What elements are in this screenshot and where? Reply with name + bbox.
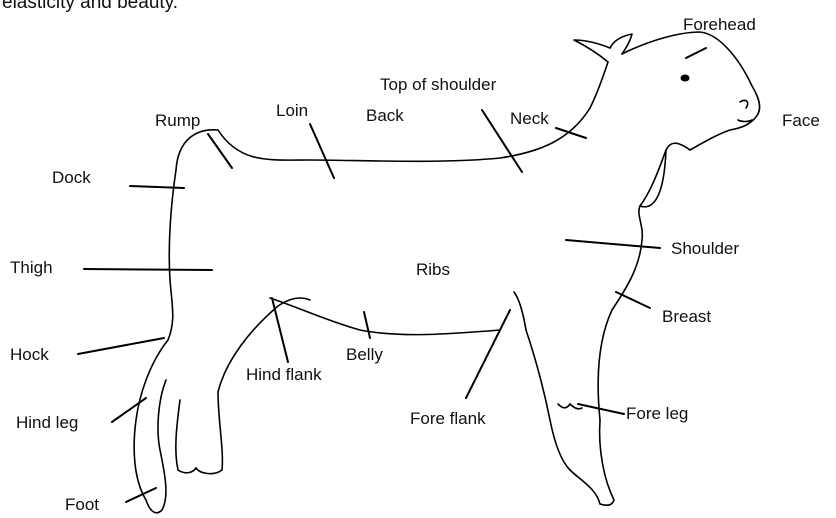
label-dock: Dock [52,168,91,187]
label-face: Face [782,111,820,130]
label-foot: Foot [65,495,99,514]
label-shoulder: Shoulder [671,239,739,258]
label-ribs: Ribs [416,260,450,279]
label-loin: Loin [276,101,308,120]
leader-fore-leg [578,404,624,414]
leader-forehead [686,48,706,58]
leader-loin [310,124,334,178]
label-thigh: Thigh [10,258,53,277]
leader-belly [364,312,370,338]
leader-dock [130,186,184,188]
label-hind-leg: Hind leg [16,413,78,432]
leader-shoulder [566,240,660,248]
label-back: Back [366,106,404,125]
label-neck: Neck [510,109,549,128]
label-hind-flank: Hind flank [246,365,322,384]
leader-hind-flank [272,298,288,362]
leader-fore-flank [466,310,510,398]
label-rump: Rump [155,111,200,130]
label-top-of-shoulder: Top of shoulder [380,75,497,94]
leader-hind-leg [112,398,146,422]
leader-hock [78,338,164,354]
label-hock: Hock [10,345,49,364]
label-fore-leg: Fore leg [626,404,688,423]
eye [681,75,690,82]
label-fore-flank: Fore flank [410,409,486,428]
label-forehead: Forehead [683,15,756,34]
leader-rump [208,134,232,168]
intro-text-fragment: elasticity and beauty. [2,0,178,13]
leader-thigh [84,269,212,270]
label-belly: Belly [346,345,383,364]
leader-breast [616,292,650,308]
part-labels: Forehead Face Top of shoulder Neck Rump … [10,15,820,514]
label-breast: Breast [662,307,711,326]
